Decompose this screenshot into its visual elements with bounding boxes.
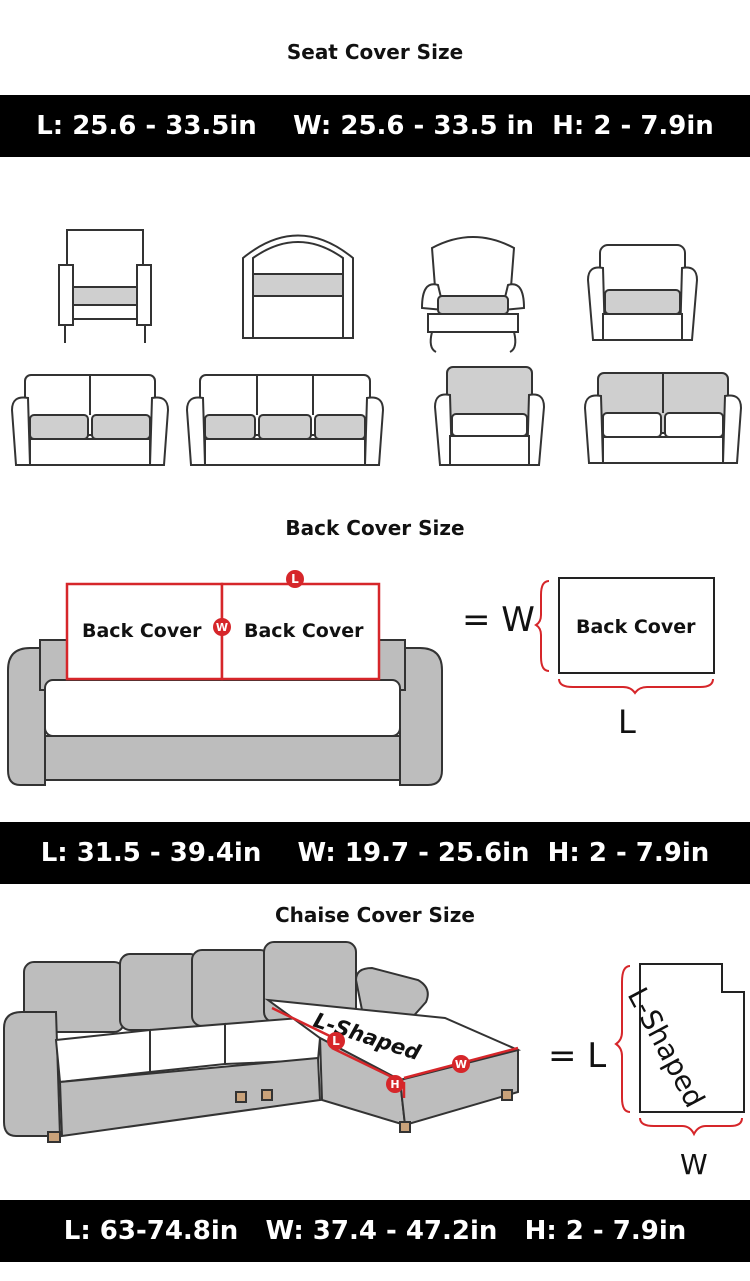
wingback-chair-illustration <box>420 236 526 353</box>
loveseat-illustration <box>10 374 170 466</box>
back-cover-label-left: Back Cover <box>82 620 202 642</box>
seat-dimensions-bar: L: 25.6 - 33.5in W: 25.6 - 33.5 in H: 2 … <box>0 95 750 157</box>
chair-illustration-1 <box>58 229 152 343</box>
back-cover-shape-diagram <box>534 577 715 695</box>
equals-w-label: = W <box>462 600 535 640</box>
width-marker: W <box>213 618 231 636</box>
chaise-sofa-diagram <box>3 941 522 1143</box>
back-cover-label-right: Back Cover <box>244 620 364 642</box>
chair-illustration-2 <box>242 234 354 339</box>
chaise-length-marker: L <box>327 1032 345 1050</box>
chaise-dimensions-bar: L: 63-74.8in W: 37.4 - 47.2in H: 2 - 7.9… <box>0 1200 750 1262</box>
back-dimensions-bar: L: 31.5 - 39.4in W: 19.7 - 25.6in H: 2 -… <box>0 822 750 884</box>
chaise-cover-title: Chaise Cover Size <box>274 903 475 927</box>
back-cover-title: Back Cover Size <box>285 516 465 540</box>
length-marker: L <box>286 570 304 588</box>
chaise-w-label: W <box>680 1148 708 1181</box>
club-chair-illustration <box>586 244 699 341</box>
seat-cover-title: Seat Cover Size <box>286 40 464 64</box>
gray-loveseat-illustration <box>583 372 743 464</box>
chaise-width-marker: W <box>452 1055 470 1073</box>
chaise-height-marker: H <box>386 1075 404 1093</box>
length-label: L <box>618 703 636 741</box>
back-cover-shape-label: Back Cover <box>576 616 696 638</box>
armchair-illustration <box>433 366 546 466</box>
l-shaped-cover-diagram <box>614 963 745 1137</box>
back-cover-sofa-diagram <box>7 582 443 786</box>
three-seat-sofa-illustration <box>185 374 385 466</box>
equals-l-label: = L <box>548 1036 607 1076</box>
